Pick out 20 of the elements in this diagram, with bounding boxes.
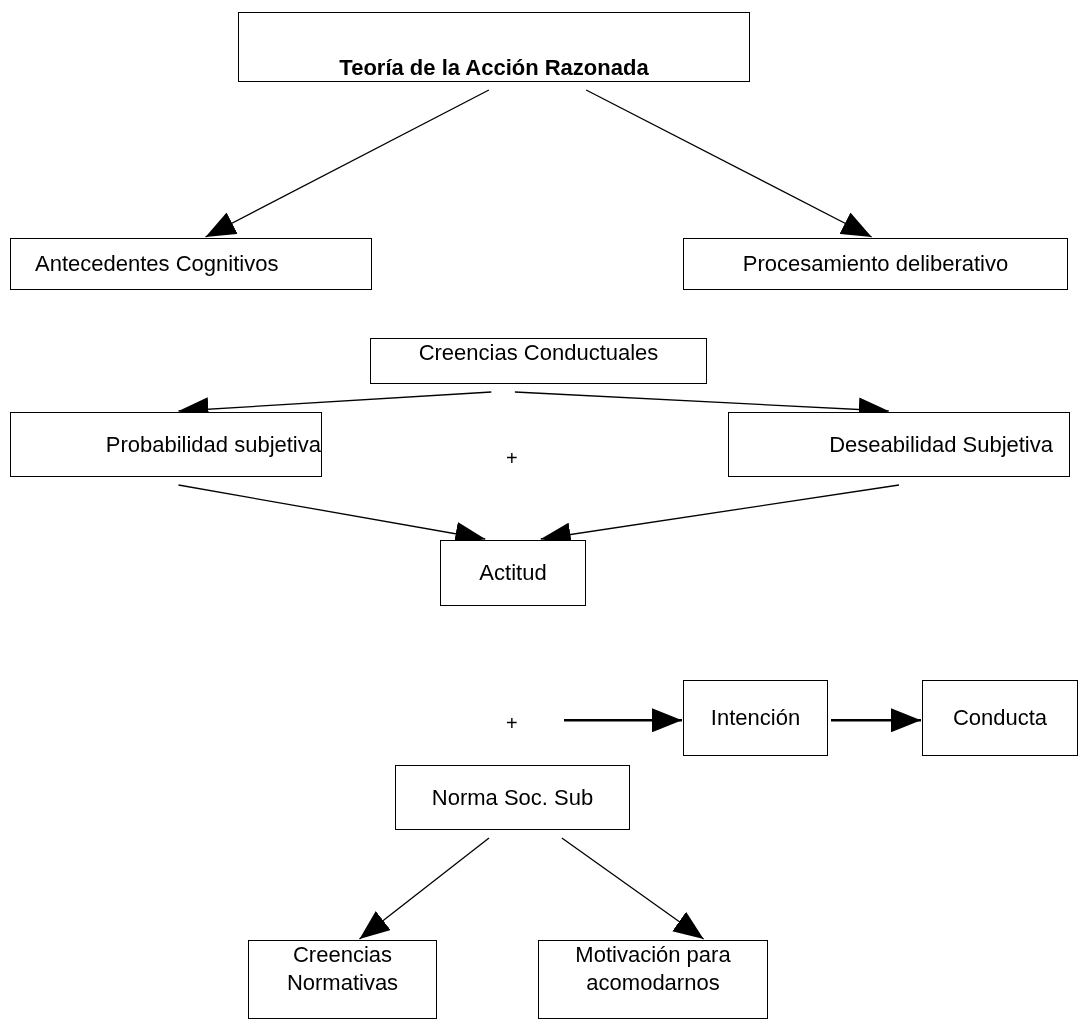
plus-sign: + [506, 711, 518, 736]
concept-box: Creencias Conductuales [370, 338, 707, 384]
concept-box: Actitud [440, 540, 586, 606]
plus-sign: + [506, 446, 518, 471]
concept-box: Norma Soc. Sub [395, 765, 630, 830]
concept-box: Deseabilidad Subjetiva [728, 412, 1070, 477]
arrow [561, 837, 705, 940]
concept-box: Conducta [922, 680, 1078, 756]
arrow [358, 837, 490, 940]
concept-box: Probabilidad subjetiva [10, 412, 322, 477]
concept-box: Procesamiento deliberativo [683, 238, 1068, 290]
arrow [204, 89, 490, 238]
arrow [831, 708, 921, 733]
concept-box: Teoría de la Acción Razonada [238, 12, 750, 82]
concept-box: Motivación para acomodarnos [538, 940, 768, 1019]
concept-box: Intención [683, 680, 828, 756]
arrow [585, 89, 873, 238]
concept-box: Antecedentes Cognitivos [10, 238, 372, 290]
concept-box: Creencias Normativas [248, 940, 437, 1019]
arrow [564, 708, 682, 733]
